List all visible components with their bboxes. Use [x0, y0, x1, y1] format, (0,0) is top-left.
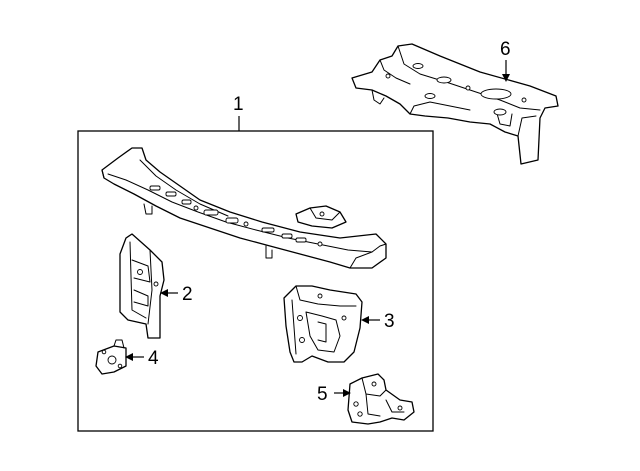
tie-bar-bracket: [295, 205, 347, 229]
callout-5-label: 5: [317, 384, 328, 405]
callout-6-arrowhead: [502, 74, 510, 82]
part-6-cowl-panel: [351, 43, 559, 165]
callout-4-arrowhead: [125, 353, 133, 361]
callout-2-arrowhead: [160, 289, 168, 297]
part-2-side-bracket: [119, 233, 165, 339]
callout-3-label: 3: [384, 311, 395, 332]
callout-5-arrowhead: [343, 389, 351, 397]
part-5-lower-bracket: [347, 373, 415, 425]
callout-4-label: 4: [148, 348, 159, 369]
callout-2-label: 2: [182, 284, 193, 305]
part-3-side-panel: [283, 285, 363, 363]
part-1-upper-tie-bar: [101, 147, 387, 269]
callout-1-label: 1: [233, 94, 244, 115]
callout-6-label: 6: [500, 39, 511, 60]
part-4-small-plate: [95, 339, 127, 375]
assembly-frame: [77, 130, 434, 432]
callout-3-arrowhead: [361, 316, 369, 324]
